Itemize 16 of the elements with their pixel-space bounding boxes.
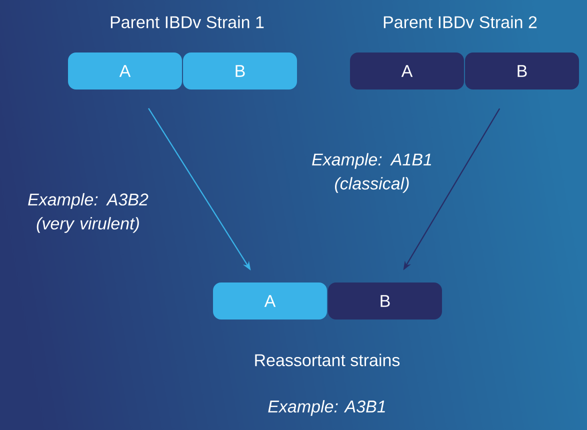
segment-box: B <box>465 52 579 90</box>
segment-box: A <box>68 52 182 90</box>
caption-text: Reassortant strains <box>255 354 400 366</box>
caption-text: Example: A3B1 <box>268 400 385 416</box>
edge-label: Example: A1B1 (classical) <box>312 153 432 193</box>
segment-box: B <box>328 282 442 320</box>
caption-text: Parent IBDv Strain 2 <box>384 16 537 28</box>
node-label: B <box>236 65 245 77</box>
caption-text: Parent IBDv Strain 1 <box>110 16 264 28</box>
node-label: A <box>119 65 131 77</box>
node-label: A <box>401 65 413 77</box>
segment-box: B <box>183 52 297 90</box>
segment-box: A <box>350 52 464 90</box>
edge-label: Example: A3B2 (very virulent) <box>28 193 148 233</box>
segment-box: A <box>213 282 327 320</box>
node-label: B <box>518 65 527 77</box>
